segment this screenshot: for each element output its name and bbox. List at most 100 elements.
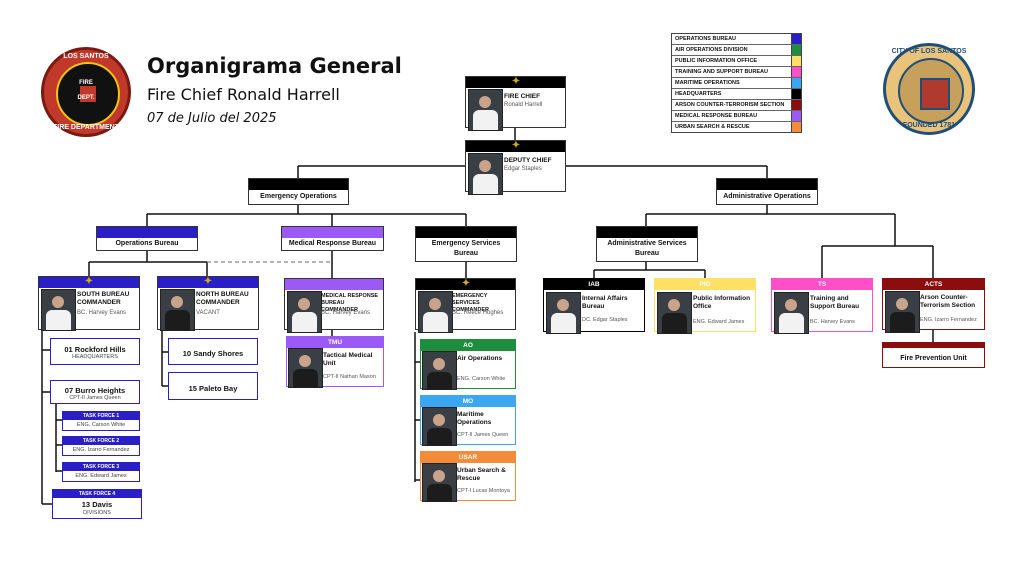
- south-bureau-commander-card: ✦ SOUTH BUREAU COMMANDER BC. Harvey Evan…: [38, 276, 140, 331]
- north-badge-icon: ✦: [203, 276, 213, 287]
- north-commander-name: VACANT: [196, 310, 220, 316]
- legend-swatch: [791, 45, 801, 55]
- card-header: ✦: [466, 77, 565, 88]
- fire-prevention-unit-box: Fire Prevention Unit: [882, 342, 985, 368]
- station-title: 07 Burro Heights: [64, 386, 126, 395]
- ts-title: Training and Support Bureau: [810, 295, 860, 310]
- es-badge-icon: ✦: [461, 278, 471, 289]
- card-header: [97, 227, 197, 238]
- administrative-operations-label: Administrative Operations: [723, 193, 811, 200]
- medical-commander-title: MEDICAL RESPONSE BUREAU COMMANDER: [321, 293, 379, 313]
- logo-top-text: LOS SANTOS: [63, 53, 109, 60]
- es-commander-photo: [418, 291, 453, 333]
- north-commander-title: NORTH BUREAU COMMANDER: [196, 291, 249, 306]
- acts-name: ENG. Izarro Fernandez: [920, 317, 977, 323]
- emergency-operations-label: Emergency Operations: [260, 193, 337, 200]
- north-bureau-commander-card: ✦ NORTH BUREAU COMMANDER VACANT: [157, 276, 259, 331]
- administrative-services-bureau-label: Administrative Services Bureau: [607, 240, 687, 257]
- task-force-title: 13 Davis: [81, 500, 113, 509]
- acts-photo: [885, 291, 920, 333]
- card-header: [597, 227, 697, 238]
- card-header: [416, 227, 516, 238]
- emergency-operations-box: Emergency Operations: [248, 178, 349, 205]
- administrative-services-bureau-box: Administrative Services Bureau: [596, 226, 698, 262]
- color-legend: OPERATIONS BUREAU AIR OPERATIONS DIVISION…: [671, 33, 802, 133]
- card-header: ✦: [466, 141, 565, 152]
- emergency-services-bureau-label: Emergency Services Bureau: [431, 240, 501, 257]
- legend-label: PUBLIC INFORMATION OFFICE: [675, 58, 758, 64]
- legend-label: ARSON COUNTER-TERRORISM SECTION: [675, 102, 785, 108]
- ao-name: ENG. Carson White: [457, 376, 506, 382]
- task-force-card: TASK FORCE 1 ENG. Carson White: [62, 411, 140, 431]
- pio-name: ENG. Edward James: [693, 319, 745, 325]
- station-card: 10 Sandy Shores: [168, 338, 258, 365]
- es-commander-name: BC. Reece Hughes: [452, 310, 504, 316]
- mo-photo: [422, 407, 457, 446]
- legend-swatch: [791, 122, 801, 132]
- card-header: [883, 343, 984, 348]
- task-force-name: ENG. Edward James: [75, 473, 127, 479]
- administrative-operations-box: Administrative Operations: [716, 178, 818, 205]
- task-force-name: ENG. Carson White: [76, 422, 126, 428]
- chief-photo: [468, 89, 503, 131]
- tmu-photo: [288, 348, 323, 388]
- logo-emblem: [56, 62, 120, 126]
- mo-title: Maritime Operations: [457, 411, 492, 426]
- medical-response-bureau-box: Medical Response Bureau: [281, 226, 384, 251]
- south-commander-title: SOUTH BUREAU COMMANDER: [77, 291, 130, 306]
- card-header: ✦: [158, 277, 258, 288]
- tmu-name: CPT-II Nathan Mason: [323, 374, 376, 380]
- legend-label: AIR OPERATIONS DIVISION: [675, 47, 748, 53]
- usar-photo: [422, 463, 457, 502]
- legend-row: PUBLIC INFORMATION OFFICE: [672, 56, 801, 67]
- task-force-label: TASK FORCE 4: [53, 490, 141, 498]
- task-force-label: TASK FORCE 1: [63, 412, 139, 420]
- ts-card: TS Training and Support Bureau BC. Harve…: [771, 278, 873, 334]
- fire-prevention-unit-label: Fire Prevention Unit: [900, 355, 967, 362]
- seal-top-text: CITY OF LOS SANTOS: [891, 48, 967, 55]
- deputy-badge-icon: ✦: [511, 140, 521, 151]
- medical-bureau-commander-card: MEDICAL RESPONSE BUREAU COMMANDER BC. Ha…: [284, 278, 384, 333]
- legend-row: URBAN SEARCH & RESCUE: [672, 122, 801, 132]
- usar-title: Urban Search & Rescue: [457, 467, 506, 482]
- south-badge-icon: ✦: [84, 276, 94, 287]
- card-header: ✦: [416, 279, 515, 290]
- task-force-card: TASK FORCE 3 ENG. Edward James: [62, 462, 140, 482]
- acts-title: Arson Counter-Terrorism Section: [920, 294, 976, 309]
- pio-title: Public Information Office: [693, 295, 751, 310]
- seal-bottom-text: FOUNDED 1781: [902, 122, 956, 129]
- station-subtitle: CPT-II James Queen: [69, 395, 121, 401]
- station-card: 07 Burro Heights CPT-II James Queen: [50, 380, 140, 404]
- legend-label: URBAN SEARCH & RESCUE: [675, 124, 750, 130]
- maltese-cross-icon: [80, 86, 96, 102]
- medical-commander-name: BC. Harvey Evans: [321, 310, 371, 316]
- iab-code: IAB: [544, 279, 644, 290]
- pio-photo: [657, 292, 692, 334]
- legend-swatch: [791, 78, 801, 88]
- tmu-code: TMU: [287, 337, 383, 348]
- legend-swatch: [791, 56, 801, 66]
- tmu-card: TMU Tactical Medical Unit CPT-II Nathan …: [286, 336, 384, 388]
- seal-ring: [898, 58, 964, 124]
- legend-label: TRAINING AND SUPPORT BUREAU: [675, 69, 768, 75]
- deputy-chief-card: ✦ DEPUTY CHIEF Edgar Staples: [465, 140, 566, 195]
- legend-swatch: [791, 34, 801, 44]
- medical-commander-photo: [287, 291, 322, 333]
- card-header: [282, 227, 383, 238]
- acts-code: ACTS: [883, 279, 984, 290]
- ao-title: Air Operations: [457, 355, 503, 362]
- legend-row: HEADQUARTERS: [672, 89, 801, 100]
- legend-row: OPERATIONS BUREAU: [672, 34, 801, 45]
- card-header: [285, 279, 383, 290]
- task-force-label: TASK FORCE 3: [63, 463, 139, 471]
- mo-card: MO Maritime Operations CPT-II James Quee…: [420, 395, 516, 446]
- ao-photo: [422, 351, 457, 390]
- page-subtitle: Fire Chief Ronald Harrell: [147, 85, 340, 104]
- ao-code: AO: [421, 340, 515, 351]
- ts-code: TS: [772, 279, 872, 290]
- task-force-subtitle: DIVISIONS: [83, 510, 111, 516]
- operations-bureau-box: Operations Bureau: [96, 226, 198, 251]
- task-force-label: TASK FORCE 2: [63, 437, 139, 445]
- legend-label: MEDICAL RESPONSE BUREAU: [675, 113, 758, 119]
- task-force-card: TASK FORCE 2 ENG. Izarro Fernandez: [62, 436, 140, 456]
